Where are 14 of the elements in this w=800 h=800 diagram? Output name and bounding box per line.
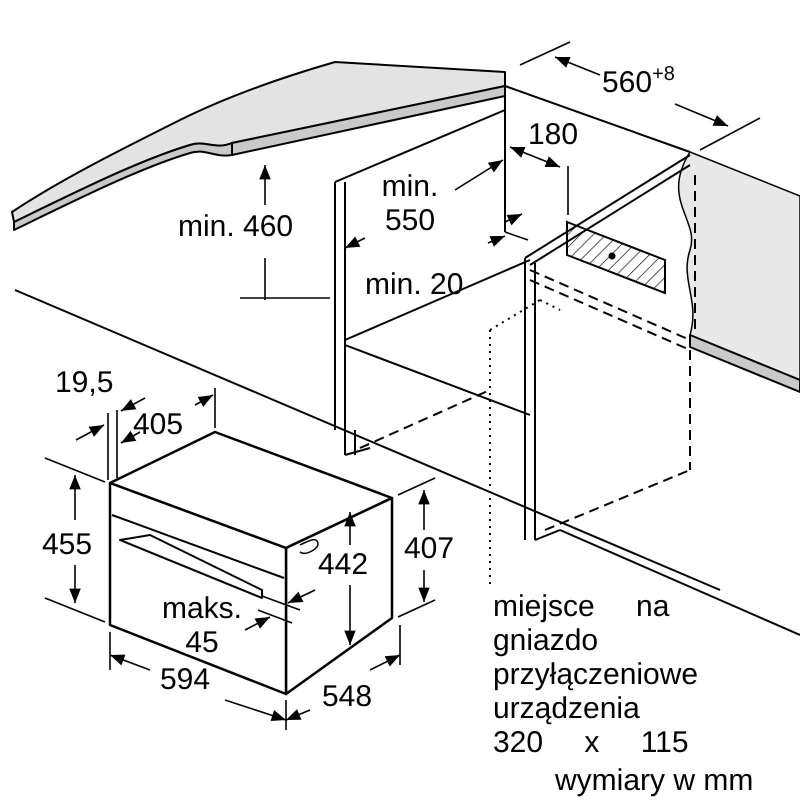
dimension-label: 19,5 <box>55 366 114 400</box>
dimension-label: 455 <box>42 528 92 562</box>
dimension-label: min. 20 <box>365 268 464 302</box>
dimension-label: 180 <box>528 118 578 152</box>
dimension-label: 407 <box>404 532 454 566</box>
dimension-label: 560$^{+8}$ <box>602 66 675 101</box>
dimension-label: 442 <box>318 548 368 582</box>
note-text: wymiary w mm <box>555 764 754 798</box>
dimension-label: 548 <box>322 680 372 714</box>
dimension-label: min. 550 <box>380 170 440 238</box>
dimension-label: 594 <box>160 663 210 697</box>
dimension-label: maks. 45 <box>160 592 243 660</box>
dimension-label: min. 460 <box>178 210 294 244</box>
dimension-label: 405 <box>133 408 184 442</box>
